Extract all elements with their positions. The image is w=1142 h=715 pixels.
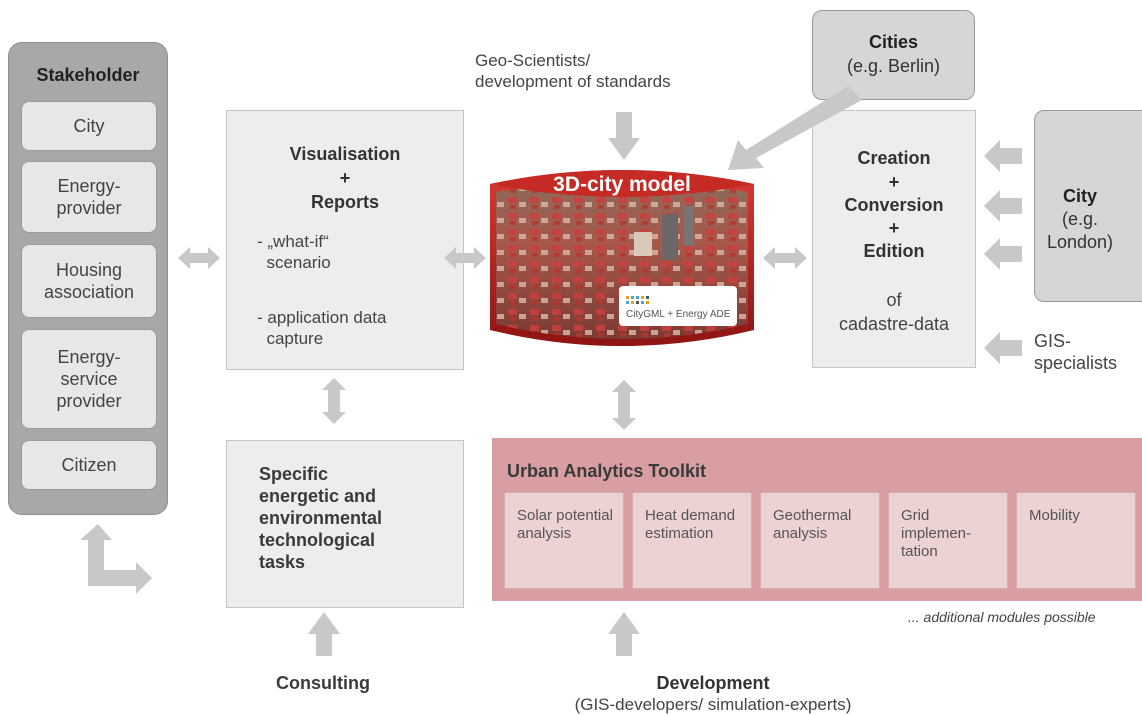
module-solar-potential: Solar potential analysis bbox=[504, 492, 624, 589]
stakeholder-item-city: City bbox=[21, 101, 157, 151]
what-if-scenario-text: - „what-if“ scenario bbox=[257, 232, 331, 272]
cities-example: (e.g. Berlin) bbox=[846, 56, 941, 76]
module-heat-demand: Heat demand estimation bbox=[632, 492, 752, 589]
creation-plus-1: + bbox=[888, 172, 900, 192]
module-geothermal: Geothermal analysis bbox=[760, 492, 880, 589]
left-arrow-london-1 bbox=[984, 140, 1022, 172]
creation-title: Creation bbox=[857, 148, 931, 168]
development-subtitle: (GIS-developers/ simulation-experts) bbox=[574, 695, 852, 714]
left-arrow-london-2 bbox=[984, 190, 1022, 222]
creation-plus-2: + bbox=[888, 218, 900, 238]
stakeholder-item-housing-association: Housing association bbox=[21, 244, 157, 318]
module-mobility: Mobility bbox=[1016, 492, 1136, 589]
city-model-title: 3D-city model bbox=[553, 173, 691, 196]
up-arrow-development bbox=[608, 612, 640, 656]
double-arrow-model-creation bbox=[763, 247, 807, 269]
up-arrow-consulting bbox=[308, 612, 340, 656]
cadastre-data-text: cadastre-data bbox=[838, 314, 950, 334]
stakeholder-item-energy-provider: Energy- provider bbox=[21, 161, 157, 233]
module-grid-implementation: Grid implemen- tation bbox=[888, 492, 1008, 589]
left-arrow-gis-specialists bbox=[984, 332, 1022, 364]
visualisation-plus: + bbox=[339, 168, 351, 188]
toolkit-title: Urban Analytics Toolkit bbox=[507, 461, 707, 481]
city-london-example-1: (e.g. bbox=[1061, 209, 1099, 229]
stakeholder-item-energy-service-provider: Energy- service provider bbox=[21, 329, 157, 429]
consulting-label: Consulting bbox=[276, 673, 370, 693]
additional-modules-note: ... additional modules possible bbox=[908, 609, 1096, 625]
specific-tasks-panel: Specific energetic and environmental tec… bbox=[226, 440, 464, 608]
visualisation-reports-panel: Visualisation + Reports - „what-if“ scen… bbox=[226, 110, 464, 370]
stakeholder-panel: Stakeholder City Energy- provider Housin… bbox=[8, 42, 168, 515]
specific-tasks-text: Specific energetic and environmental tec… bbox=[259, 464, 383, 572]
double-arrow-visualisation-tasks bbox=[322, 378, 346, 424]
conversion-title: Conversion bbox=[844, 195, 944, 215]
cities-berlin-box: Cities (e.g. Berlin) bbox=[812, 10, 975, 100]
city-london-example-2: London) bbox=[1046, 232, 1114, 252]
visualisation-title: Visualisation bbox=[289, 144, 401, 164]
application-data-capture-text: - application data capture bbox=[257, 308, 387, 348]
stakeholder-item-citizen: Citizen bbox=[21, 440, 157, 490]
left-arrow-london-3 bbox=[984, 238, 1022, 270]
double-arrow-model-toolkit bbox=[612, 380, 636, 430]
down-arrow-geo-scientists bbox=[608, 112, 640, 160]
development-title: Development bbox=[656, 673, 770, 693]
gis-specialists-label: GIS- specialists bbox=[1034, 331, 1118, 373]
edition-title: Edition bbox=[863, 241, 925, 261]
creation-conversion-panel: Creation + Conversion + Edition of cadas… bbox=[812, 110, 976, 368]
reports-title: Reports bbox=[310, 192, 379, 212]
bent-double-arrow-stakeholder bbox=[80, 524, 152, 594]
cities-title: Cities bbox=[868, 32, 919, 52]
double-arrow-stakeholder-visualisation bbox=[178, 247, 220, 269]
citygml-badge-text: CityGML + Energy ADE bbox=[626, 309, 731, 320]
city-model-cylinder: 3D-city model CityGML + Energy ADE bbox=[490, 170, 754, 346]
city-london-title: City bbox=[1062, 186, 1097, 206]
stakeholder-title: Stakeholder bbox=[36, 65, 140, 85]
geo-scientists-label: Geo-Scientists/ development of standards bbox=[475, 51, 671, 91]
city-london-box: City (e.g. London) bbox=[1034, 110, 1142, 302]
citygml-logo-icon bbox=[626, 296, 649, 304]
of-text: of bbox=[886, 290, 902, 310]
